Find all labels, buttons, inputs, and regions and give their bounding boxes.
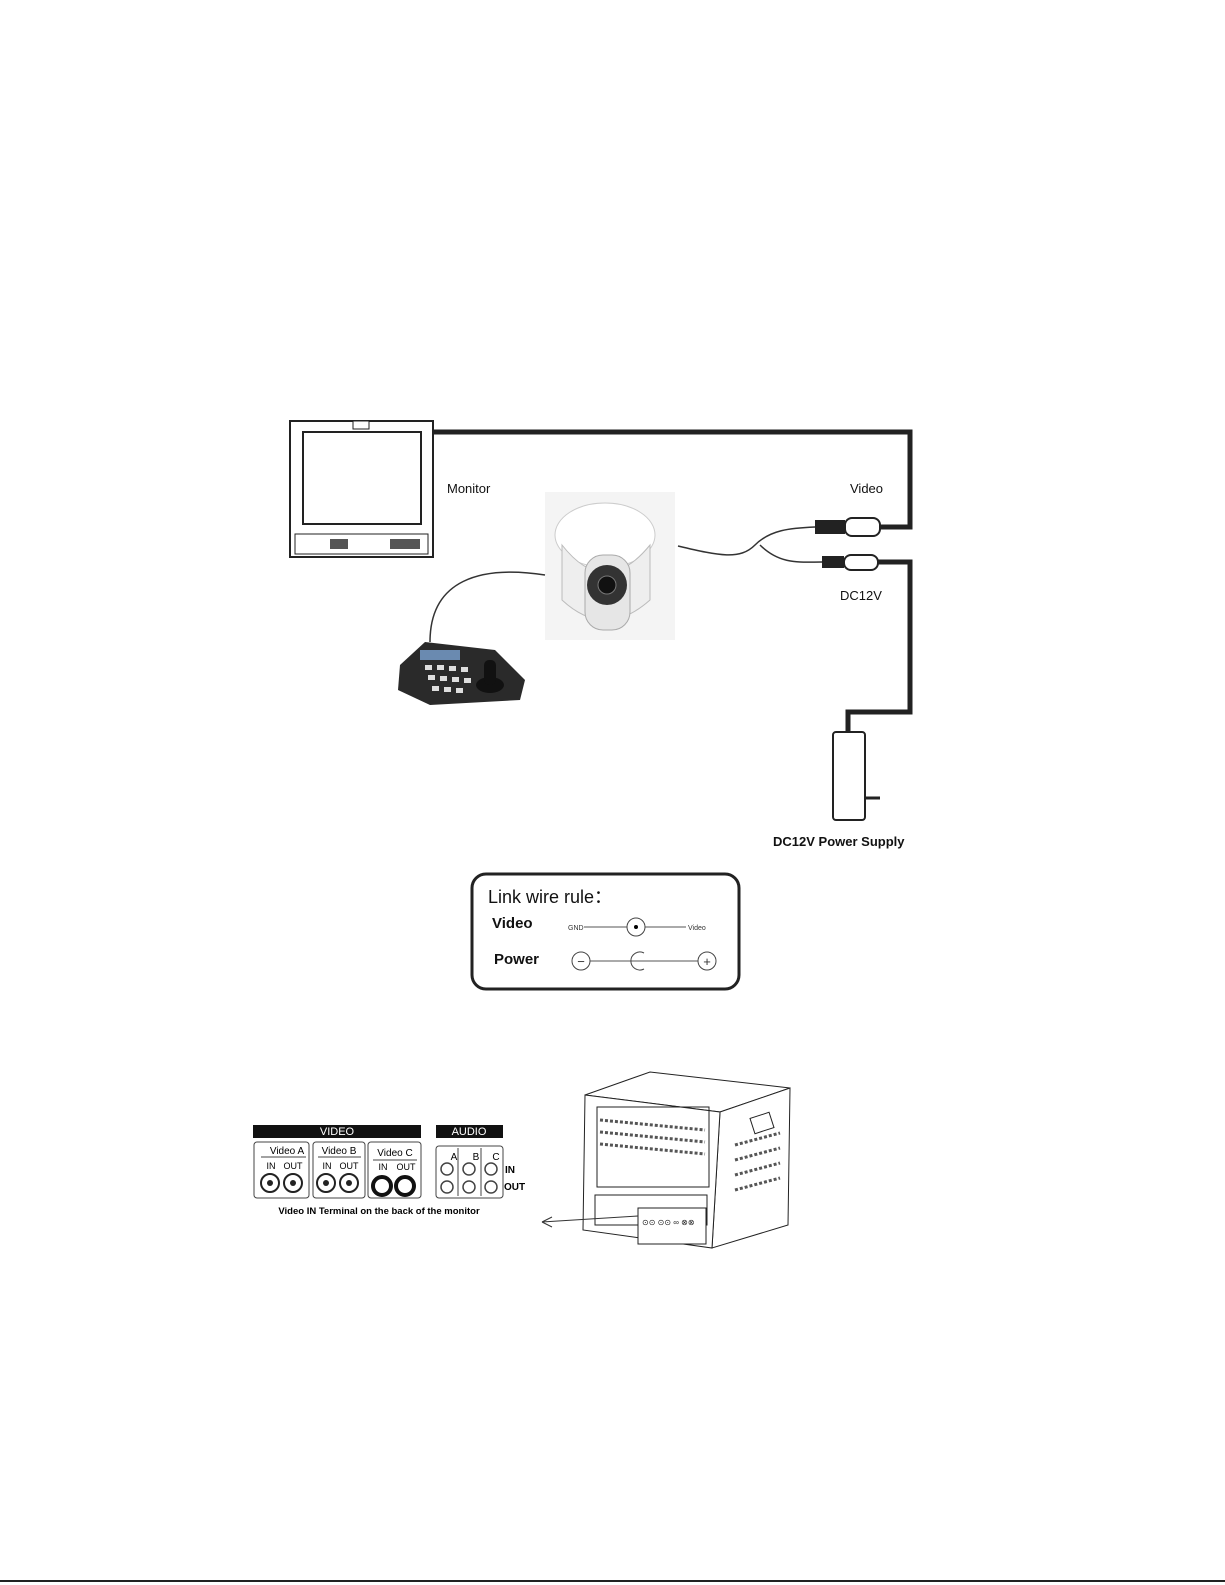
gnd-label: GND xyxy=(568,925,584,932)
power-supply-illustration xyxy=(832,731,880,821)
dc12v-label: DC12V xyxy=(840,588,882,603)
link-wire-rule-box: Link wire rule： Video GND Video Power − … xyxy=(470,872,741,991)
video-cable xyxy=(433,429,913,530)
keyboard-cable xyxy=(429,571,546,643)
link-wire-rule-title: Link wire rule： xyxy=(488,887,612,907)
audio-in-label: IN xyxy=(505,1165,515,1176)
out-label: OUT xyxy=(284,1161,304,1171)
bnc-video-connector xyxy=(815,517,881,537)
video-label: Video xyxy=(850,481,883,496)
ptz-keyboard-controller xyxy=(398,642,525,705)
minus-symbol: − xyxy=(577,954,585,969)
power-supply-label: DC12V Power Supply xyxy=(773,834,905,849)
video-terminal-panel: VIDEO AUDIO Video A IN OUT Video B IN OU… xyxy=(253,1125,525,1217)
video-a-group: Video A IN OUT xyxy=(253,1141,310,1199)
in-label: IN xyxy=(379,1162,388,1172)
video-c-group: Video C IN OUT xyxy=(367,1141,422,1199)
dc-connector xyxy=(822,554,879,571)
audio-header: AUDIO xyxy=(452,1126,487,1138)
video-c-label: Video C xyxy=(377,1148,412,1159)
in-label: IN xyxy=(323,1161,332,1171)
video-b-label: Video B xyxy=(322,1146,357,1157)
audio-c-label: C xyxy=(492,1152,499,1163)
svg-text:⊙⊙ ⊙⊙ ∞ ⊗⊗: ⊙⊙ ⊙⊙ ∞ ⊗⊗ xyxy=(642,1218,695,1227)
out-label: OUT xyxy=(340,1161,360,1171)
video-b-group: Video B IN OUT xyxy=(312,1141,366,1199)
power-rule-label: Power xyxy=(494,951,539,968)
video-rule-label: Video xyxy=(492,915,533,932)
video-pin-label: Video xyxy=(688,925,706,932)
monitor-label: Monitor xyxy=(447,481,491,496)
audio-a-label: A xyxy=(451,1152,458,1163)
plus-symbol: + xyxy=(703,954,711,969)
monitor-back-illustration: ⊙⊙ ⊙⊙ ∞ ⊗⊗ xyxy=(541,1071,791,1249)
power-cable xyxy=(845,559,913,732)
audio-out-label: OUT xyxy=(504,1182,525,1193)
out-label: OUT xyxy=(397,1162,417,1172)
monitor-illustration xyxy=(289,420,434,558)
audio-b-label: B xyxy=(473,1152,480,1163)
terminal-caption: Video IN Terminal on the back of the mon… xyxy=(278,1206,480,1217)
video-header: VIDEO xyxy=(320,1126,355,1138)
video-a-label: Video A xyxy=(270,1146,305,1157)
in-label: IN xyxy=(267,1161,276,1171)
audio-group: A B C IN OUT xyxy=(435,1145,525,1199)
ptz-dome-camera xyxy=(545,492,675,640)
